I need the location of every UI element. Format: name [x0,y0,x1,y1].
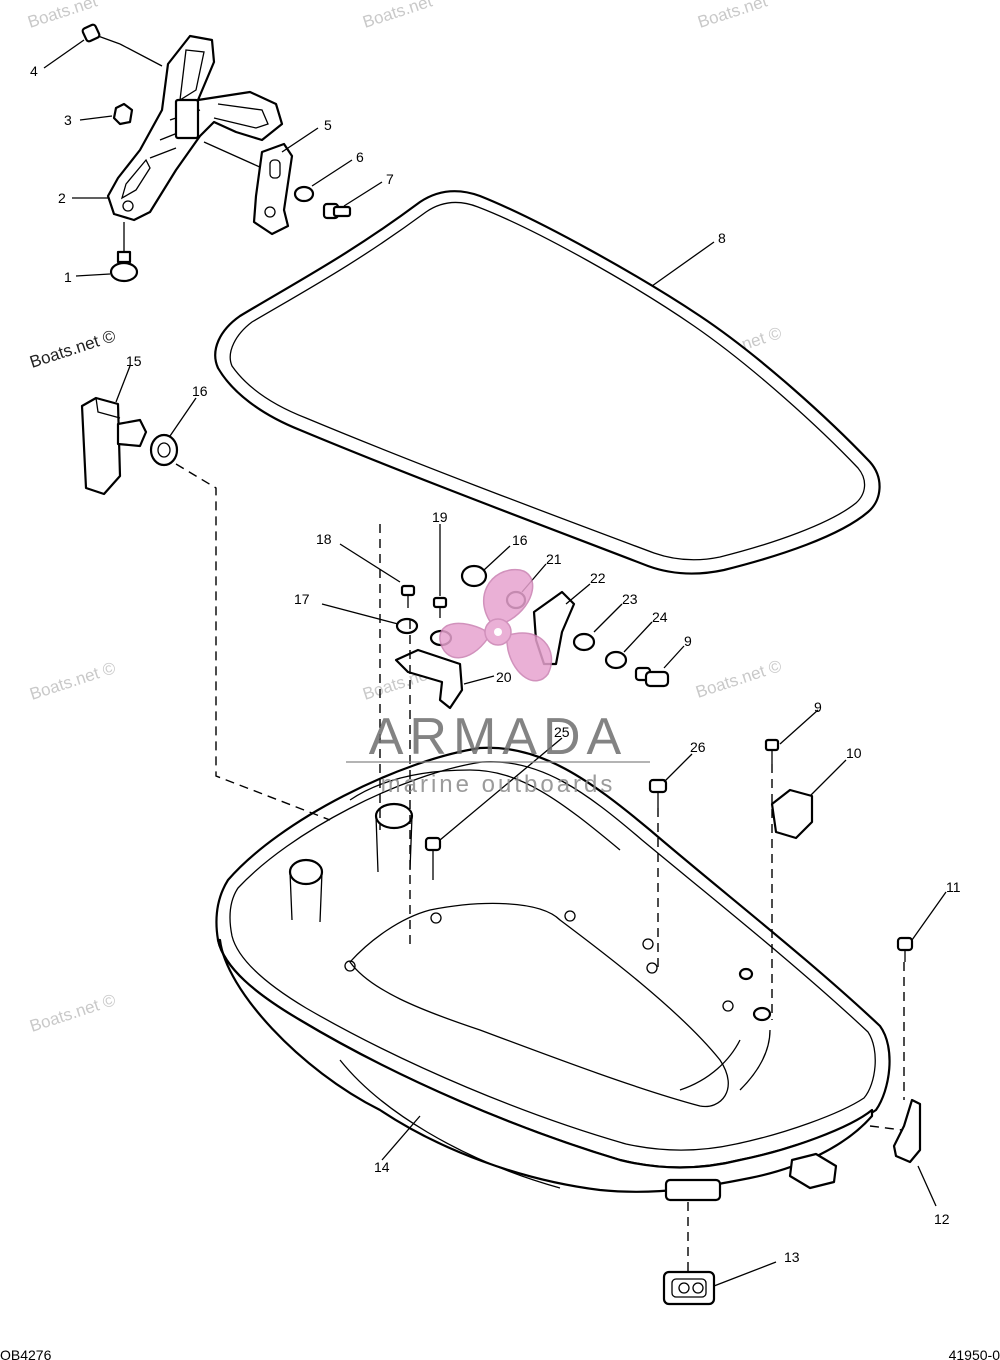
callout-26: 26 [690,739,706,755]
callout-11: 11 [946,879,961,895]
callout-23: 23 [622,591,638,607]
watermark-left-1: Boats.net © [27,326,118,372]
callout-17: 17 [294,591,310,607]
logo-tagline: marine outboards [381,771,616,798]
screw-part-25 [424,836,442,880]
callout-3: 3 [64,112,72,128]
watermark-left-2: Boats.net © [27,658,118,704]
callout-21: 21 [546,551,562,567]
bolt-part-7 [322,202,352,220]
washer-part-6 [293,185,315,203]
callout-9-latch: 9 [684,633,692,649]
callout-25: 25 [554,724,570,740]
bracket-part-2 [106,34,284,222]
callout-10: 10 [846,745,862,761]
washer-part-16 [149,433,179,467]
drawing-code-left: OB4276 [0,1347,52,1360]
callout-19: 19 [432,509,448,525]
screw-part-18 [400,584,416,597]
washer-part-17 [395,617,419,635]
callout-20: 20 [496,669,512,685]
screw-part-19 [432,596,448,609]
callout-6: 6 [356,149,364,165]
callout-16-handle: 16 [192,383,208,399]
fastener-part-3 [112,102,134,126]
washer-part-23 [572,632,596,652]
callout-9-right: 9 [814,699,822,715]
handle-part-15 [80,396,148,496]
bottom-cowl-part-14 [215,746,891,1202]
watermark-top-right: Boats.net [695,0,769,32]
nut-part-1 [109,222,139,283]
bracket-part-10 [770,788,814,840]
callout-12: 12 [934,1211,950,1227]
callouts: 4 3 2 1 5 6 7 8 15 16 18 19 16 17 21 22 … [30,63,961,1265]
drawing-code-right: 41950-0 [949,1347,1000,1360]
link-part-5 [252,142,294,236]
callout-5: 5 [324,117,332,133]
bracket-part-20 [394,648,464,710]
bracket-assembly [81,23,352,283]
callout-14: 14 [374,1159,390,1175]
callout-16-latch: 16 [512,532,528,548]
plug-part-13 [662,1270,716,1306]
seal-part-8 [214,190,881,575]
screw-part-11 [896,936,914,962]
callout-1: 1 [64,269,72,285]
watermark-left-3: Boats.net © [27,990,118,1036]
callout-24: 24 [652,609,668,625]
callout-8: 8 [718,230,726,246]
leader-lines [43,39,947,1287]
propeller-icon [439,569,553,682]
logo-name: ARMADA [369,708,627,766]
callout-15: 15 [126,353,142,369]
callout-7: 7 [386,171,394,187]
watermark-top-center: Boats.net [360,0,434,32]
screw-part-9 [764,738,780,764]
callout-4: 4 [30,63,38,79]
callout-18: 18 [316,531,332,547]
spring-part-24 [604,650,628,670]
callout-2: 2 [58,190,66,206]
hook-part-12 [892,1098,922,1164]
armada-logo: ARMADA marine outboards [346,569,650,798]
callout-22: 22 [590,570,606,586]
callout-13: 13 [784,1249,800,1265]
knob-part-16 [460,564,488,588]
screw-part-26 [648,778,668,808]
watermark-right-2: Boats.net © [693,656,784,702]
screw-part-4 [81,23,163,67]
